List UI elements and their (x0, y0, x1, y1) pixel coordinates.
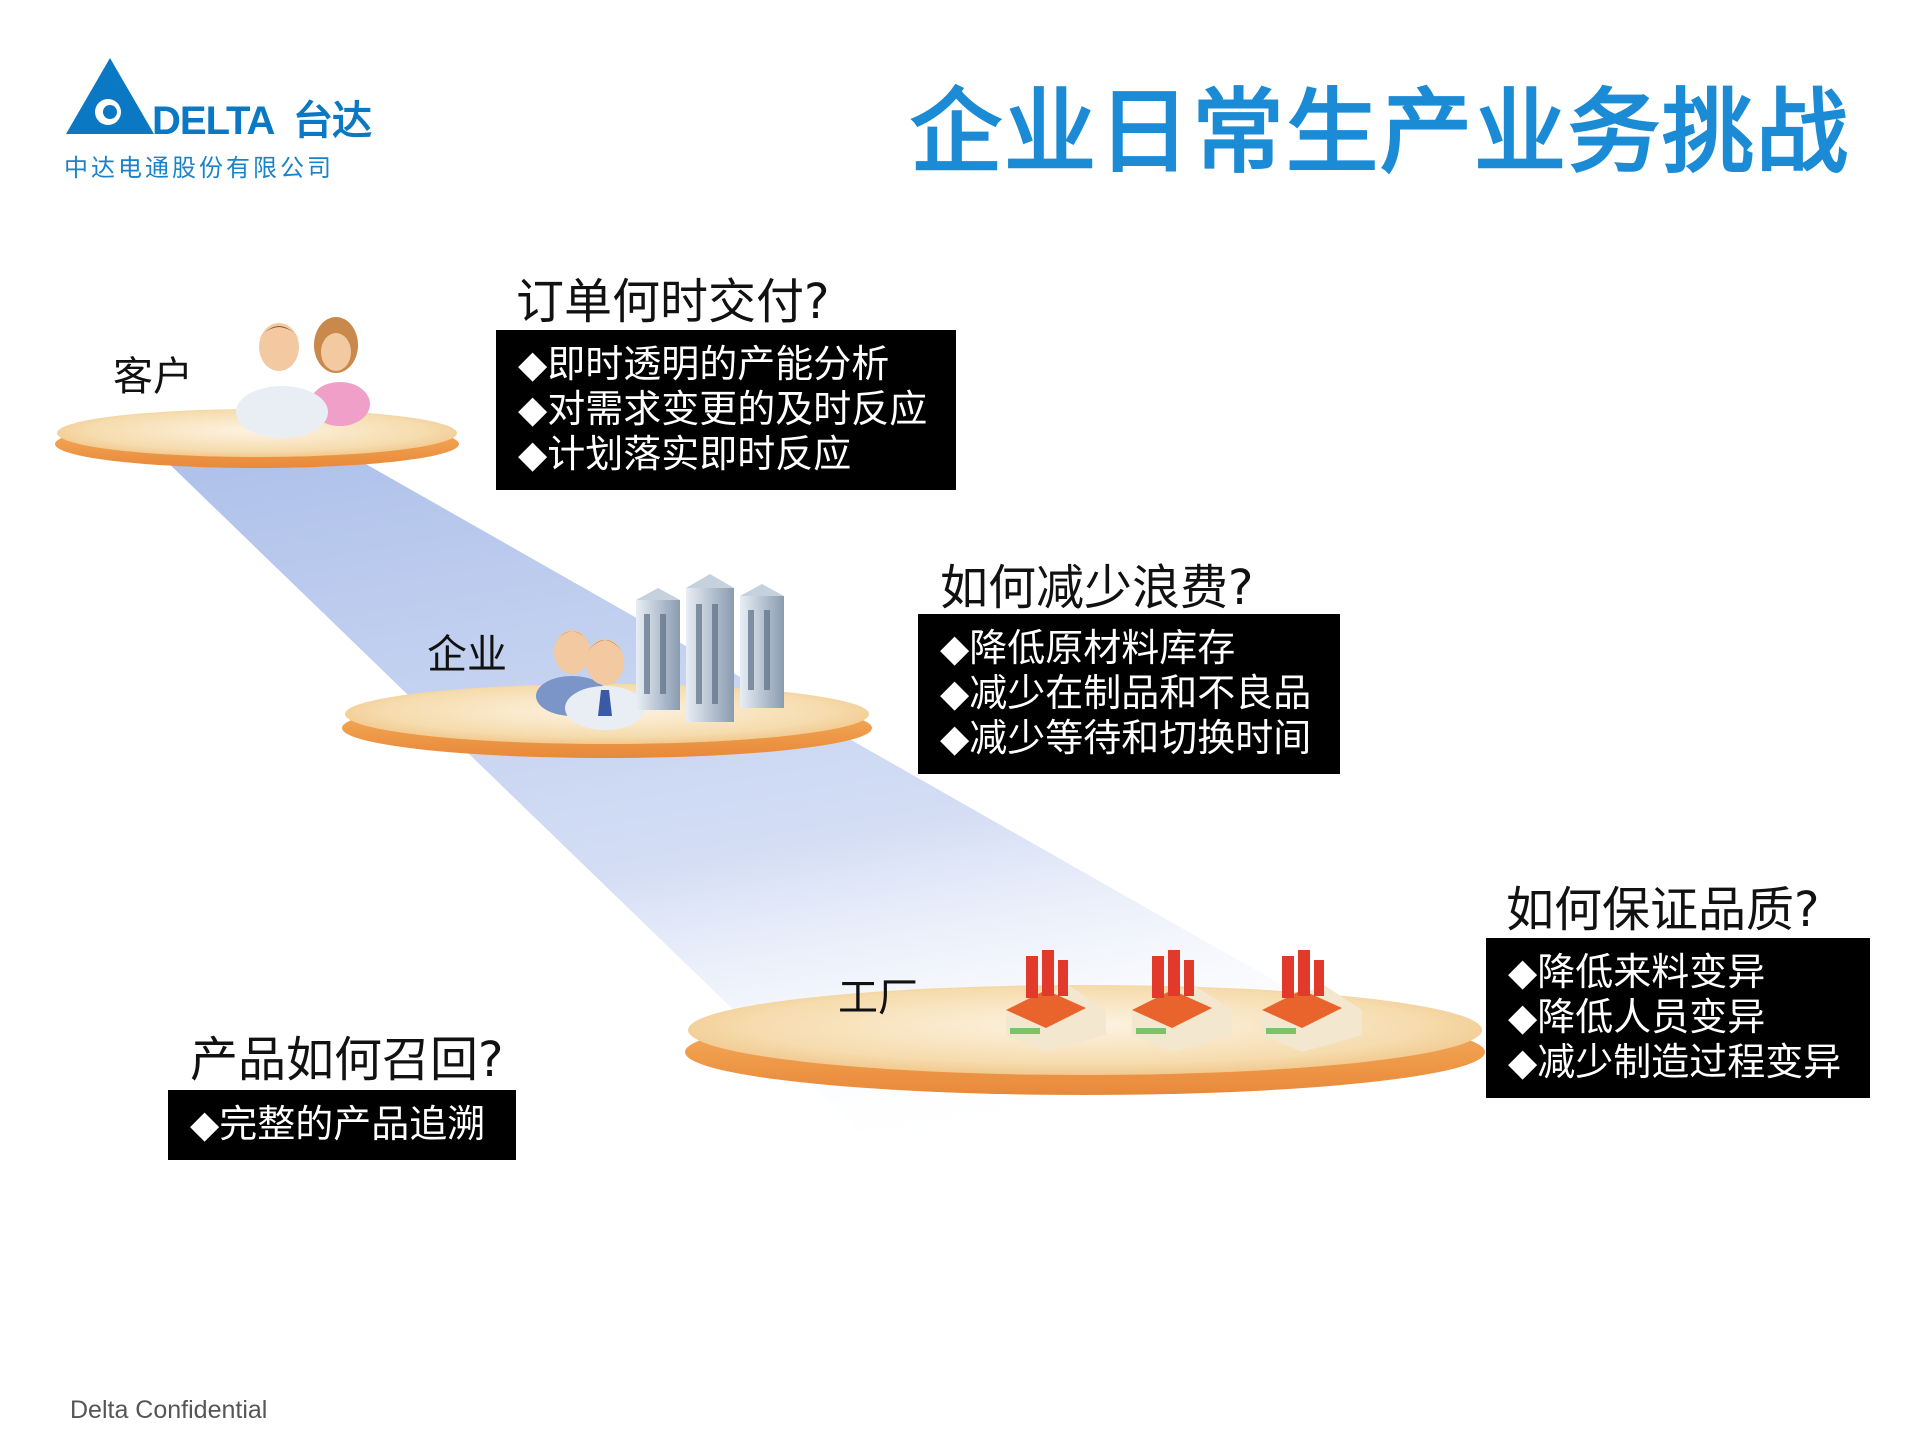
box-delivery-item: ◆即时透明的产能分析 (518, 342, 890, 386)
delta-logo-icon (66, 58, 154, 134)
box-waste-item: ◆降低原材料库存 (940, 626, 1236, 670)
box-waste: ◆降低原材料库存 ◆减少在制品和不良品 ◆减少等待和切换时间 (918, 614, 1340, 774)
box-quality-item: ◆降低人员变异 (1508, 995, 1766, 1039)
box-delivery-item: ◆计划落实即时反应 (518, 432, 852, 476)
box-recall-item: ◆完整的产品追溯 (190, 1102, 486, 1146)
box-quality: ◆降低来料变异 ◆降低人员变异 ◆减少制造过程变异 (1486, 938, 1870, 1098)
box-waste-item: ◆减少等待和切换时间 (940, 716, 1312, 760)
box-quality-item: ◆降低来料变异 (1508, 950, 1766, 994)
level-label-enterprise: 企业 (427, 632, 507, 678)
question-quality: 如何保证品质? (1506, 882, 1820, 938)
level-label-factory: 工厂 (838, 975, 918, 1021)
people-icon (236, 317, 370, 438)
factory-icon (1262, 950, 1362, 1052)
box-delivery: ◆即时透明的产能分析 ◆对需求变更的及时反应 ◆计划落实即时反应 (496, 330, 956, 490)
slide-title: 企业日常生产业务挑战 (909, 79, 1850, 186)
logo-brand: DELTA 台达 (152, 88, 372, 146)
factory-icon (1132, 950, 1232, 1052)
buildings-icon (636, 574, 784, 722)
logo-brand-en: DELTA (152, 99, 274, 143)
question-recall: 产品如何召回? (190, 1032, 504, 1088)
footer-confidential: Delta Confidential (70, 1396, 268, 1424)
box-delivery-item: ◆对需求变更的及时反应 (518, 387, 928, 431)
logo-subtitle: 中达电通股份有限公司 (64, 154, 334, 182)
factory-icon (1006, 950, 1106, 1052)
box-waste-item: ◆减少在制品和不良品 (940, 671, 1312, 715)
logo-brand-cn: 台达 (293, 99, 372, 143)
question-delivery: 订单何时交付? (516, 274, 830, 330)
box-recall: ◆完整的产品追溯 (168, 1090, 516, 1160)
level-label-customer: 客户 (113, 354, 193, 400)
businessmen-icon (536, 630, 645, 730)
box-quality-item: ◆减少制造过程变异 (1508, 1040, 1842, 1084)
question-waste: 如何减少浪费? (940, 560, 1254, 616)
